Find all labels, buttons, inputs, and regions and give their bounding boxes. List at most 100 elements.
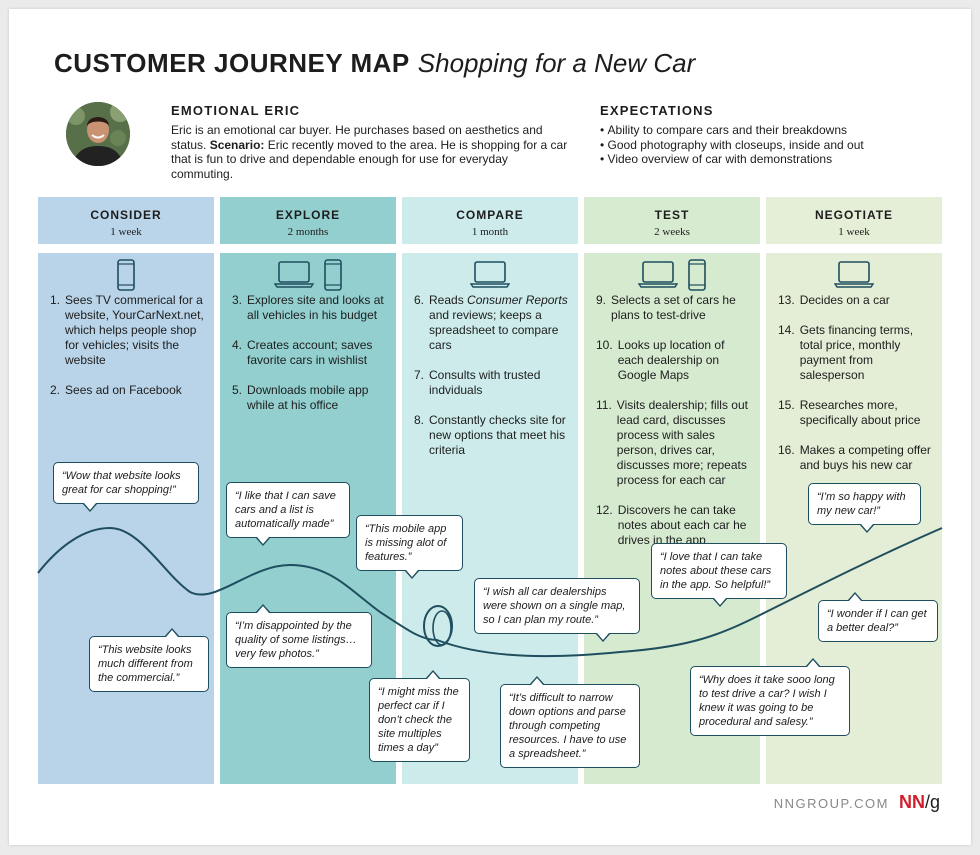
step-text: Researches more, specifically about pric… — [799, 398, 921, 427]
step-number: 2. — [50, 383, 61, 397]
expectations-list: Ability to compare cars and their breakd… — [600, 123, 864, 167]
step-number: 12. — [596, 503, 613, 517]
step-list: 6.Reads Consumer Reports and reviews; ke… — [414, 293, 570, 473]
stage-duration: 1 month — [471, 226, 509, 238]
step-text: Makes a competing offer and buys his new… — [799, 443, 931, 472]
stage-header-test: TEST 2 weeks — [584, 197, 760, 244]
stage-name: EXPLORE — [275, 208, 341, 222]
stage-header-consider: CONSIDER 1 week — [38, 197, 214, 244]
step-item: 12. Discovers he can take notes about eac… — [596, 503, 752, 548]
step-number: 13. — [778, 293, 795, 307]
stage-duration: 1 week — [110, 226, 142, 238]
step-text: Consults with trusted indviduals — [429, 368, 541, 397]
laptop-icon — [637, 261, 679, 288]
stage-name: COMPARE — [456, 208, 524, 222]
step-text: Downloads mobile app while at his office — [247, 383, 369, 412]
quote-bubble: “This website looks much different from … — [89, 628, 209, 692]
step-text: Constantly checks site for new options t… — [429, 413, 566, 457]
step-text: Decides on a car — [799, 293, 890, 307]
step-text: Visits dealership; fills out lead card, … — [616, 398, 748, 487]
footer-brand: NNGROUP.COM NN/g — [774, 792, 940, 813]
step-text: Discovers he can take notes about each c… — [617, 503, 747, 547]
step-item: 5. Downloads mobile app while at his offi… — [232, 383, 388, 413]
step-item: 8. Constantly checks site for new options… — [414, 413, 570, 458]
step-number: 7. — [414, 368, 425, 382]
step-text-post: and reviews; keeps a spreadsheet to comp… — [429, 308, 559, 352]
quote-bubble: “I wonder if I can get a better deal?” — [818, 592, 938, 642]
expectations-title: EXPECTATIONS — [600, 103, 714, 118]
nng-logo: NN/g — [899, 792, 940, 812]
expectation-item: Ability to compare cars and their breakd… — [600, 123, 864, 138]
step-number: 15. — [778, 398, 795, 412]
step-item: 13. Decides on a car — [778, 293, 934, 308]
quote-bubble: “It’s difficult to narrow down options a… — [500, 676, 640, 768]
step-item: 16. Makes a competing offer and buys his … — [778, 443, 934, 473]
step-item: 6.Reads Consumer Reports and reviews; ke… — [414, 293, 570, 353]
step-list: 9.Selects a set of cars he plans to test… — [596, 293, 752, 563]
expectation-item: Video overview of car with demonstration… — [600, 152, 864, 167]
quote-bubble: “I love that I can take notes about thes… — [651, 543, 787, 607]
step-list: 1.Sees TV commerical for a website, Your… — [50, 293, 206, 413]
stage-name: TEST — [654, 208, 690, 222]
device-icons — [38, 259, 214, 291]
device-icons — [766, 259, 942, 291]
step-list: 3.Explores site and looks at all vehicle… — [232, 293, 388, 428]
phone-icon — [688, 259, 707, 291]
stage-header-explore: EXPLORE 2 months — [220, 197, 396, 244]
stage-header-negotiate: NEGOTIATE 1 week — [766, 197, 942, 244]
stage-body-consider: 1.Sees TV commerical for a website, Your… — [38, 253, 214, 784]
persona-name: EMOTIONAL ERIC — [171, 103, 301, 118]
expectation-item: Good photography with closeups, inside a… — [600, 138, 864, 153]
step-text: Gets financing terms, total price, month… — [799, 323, 914, 382]
step-item: 11. Visits dealership; fills out lead car… — [596, 398, 752, 488]
step-item: 9.Selects a set of cars he plans to test… — [596, 293, 752, 323]
step-text: Sees ad on Facebook — [65, 383, 182, 397]
step-number: 9. — [596, 293, 607, 307]
device-icons — [402, 259, 578, 291]
stage-duration: 1 week — [838, 226, 870, 238]
step-number: 8. — [414, 413, 425, 427]
quote-bubble: “Wow that website looks great for car sh… — [53, 462, 199, 512]
avatar — [66, 102, 130, 166]
step-number: 6. — [414, 293, 425, 307]
persona-description: Eric is an emotional car buyer. He purch… — [171, 123, 571, 181]
title-subtitle: Shopping for a New Car — [417, 48, 696, 78]
quote-bubble: “This mobile app is missing alot of feat… — [356, 515, 463, 579]
footer-site: NNGROUP.COM — [773, 796, 889, 811]
step-number: 16. — [778, 443, 795, 457]
step-number: 3. — [232, 293, 243, 307]
title-main: CUSTOMER JOURNEY MAP — [54, 48, 410, 78]
stage-header-compare: COMPARE 1 month — [402, 197, 578, 244]
laptop-icon — [273, 261, 315, 288]
quote-bubble: “I wish all car dealerships were shown o… — [474, 578, 640, 642]
logo-nn: NN — [898, 792, 925, 812]
laptop-icon — [833, 261, 875, 288]
step-number: 5. — [232, 383, 243, 397]
persona-description-text: Eric is an emotional car buyer. He purch… — [171, 123, 543, 152]
step-item: 2. Sees ad on Facebook — [50, 383, 206, 398]
step-item: 1.Sees TV commerical for a website, Your… — [50, 293, 206, 368]
quote-bubble: “I like that I can save cars and a list … — [226, 482, 350, 546]
step-list: 13. Decides on a car 14. Gets financing te… — [778, 293, 934, 488]
step-item: 15. Researches more, specifically about p… — [778, 398, 934, 428]
laptop-icon — [469, 261, 511, 288]
step-number: 4. — [232, 338, 243, 352]
stage-name: CONSIDER — [90, 208, 162, 222]
phone-icon — [324, 259, 343, 291]
logo-slash: / — [924, 792, 930, 812]
device-icons — [220, 259, 396, 291]
quote-bubble: “I’m so happy with my new car!” — [808, 483, 921, 533]
step-number: 14. — [778, 323, 795, 337]
device-icons — [584, 259, 760, 291]
step-text: Creates account; saves favorite cars in … — [247, 338, 373, 367]
step-number: 1. — [50, 293, 61, 307]
logo-g: g — [929, 792, 940, 812]
step-text-pre: Reads — [429, 293, 468, 307]
scenario-text: Eric recently moved to the area. He is s… — [171, 137, 568, 181]
step-item: 3.Explores site and looks at all vehicle… — [232, 293, 388, 323]
step-number: 11. — [596, 398, 612, 412]
phone-icon — [117, 259, 135, 291]
quote-bubble: “Why does it take sooo long to test driv… — [690, 658, 850, 736]
step-number: 10. — [596, 338, 613, 352]
